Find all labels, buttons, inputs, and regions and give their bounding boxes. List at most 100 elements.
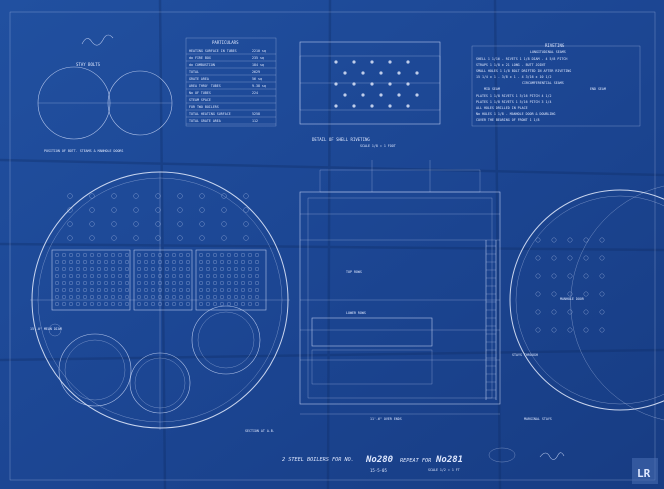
riveting-note: STRAPS 1 1/8 x 21 LONG - BUTT JOINT [476,63,545,67]
tube-hole [68,274,73,279]
title-block: 2 STEEL BOILERS FOR NO. No280 REPEAT FOR… [282,447,565,473]
tube-hole [247,267,252,272]
seam-lines: PLATES 1 1/8 RIVETS 1 5/16 PITCH 4 1/2PL… [476,94,555,122]
tube-hole [96,252,101,257]
tube-hole [150,267,155,272]
tube-hole [150,252,155,257]
tube-hole [110,281,115,286]
tube-hole [124,260,129,265]
tube-hole [185,302,190,307]
particulars-value: 5258 [252,112,260,116]
right-stay-hole [583,273,589,279]
tube-hole [143,267,148,272]
tube-hole [226,295,231,300]
stay-hole [89,221,95,227]
particulars-value: 9.38 sq [252,84,266,88]
tube-hole [110,260,115,265]
tube-hole [212,260,217,265]
tube-hole [205,252,210,257]
stay-hole [199,193,205,199]
boiler-side-section: TOP ROWS LOWER ROWS 11'-6" OVER ENDS SEC… [245,160,501,433]
stay-hole [199,221,205,227]
tube-hole [198,260,203,265]
tube-hole [103,267,108,272]
tube-hole [247,281,252,286]
right-stay-hole [567,309,573,315]
tube-hole [233,281,238,286]
rivet-dot [379,71,383,75]
tube-hole [124,274,129,279]
rivet-dot [352,60,356,64]
tube-hole [143,302,148,307]
tube-hole [226,274,231,279]
tube-hole [89,274,94,279]
tube-hole [240,252,245,257]
tube-hole [82,260,87,265]
seam-note: No HOLES 1 1/8 - MANHOLE DOOR & DOUBLING [476,112,555,116]
tube-hole [117,281,122,286]
tube-hole [205,260,210,265]
ladder-rungs [486,245,496,399]
tube-hole [171,260,176,265]
seam-note: ALL HOLES DRILLED IN PLACE [476,106,528,110]
label-section-ab: SECTION AT A.B. [245,429,275,433]
tube-hole [233,302,238,307]
tube-hole [178,281,183,286]
rivet-dot [334,60,338,64]
riveting-lines: SHELL 1 1/16 - RIVETS 1 1/8 DIAM - 4 5/8… [476,57,571,79]
tube-hole [103,281,108,286]
right-stay-hole [567,291,573,297]
tube-hole [110,288,115,293]
rivet-dot [370,60,374,64]
rivet-dot [352,82,356,86]
tube-hole [164,288,169,293]
tube-hole [75,267,80,272]
stay-hole [243,207,249,213]
rivet-dot [352,104,356,108]
tube-hole [226,288,231,293]
tube-hole [178,302,183,307]
tube-hole [254,274,259,279]
tube-hole [171,295,176,300]
tube-hole [198,295,203,300]
tube-hole [62,252,67,257]
tube-hole [55,302,60,307]
tube-hole [55,260,60,265]
tube-hole [150,281,155,286]
tube-hole [89,281,94,286]
title-prefix: 2 STEEL BOILERS FOR NO. [282,457,354,463]
right-stay-hole [599,237,605,243]
right-stay-hole [599,291,605,297]
tube-hole [198,288,203,293]
tube-hole [164,267,169,272]
tube-hole [205,295,210,300]
tube-hole [219,274,224,279]
particulars-label: do FIRE BOX [189,56,211,60]
tube-hole [82,274,87,279]
right-stay-hole [551,327,557,333]
tube-hole [89,295,94,300]
rivet-pattern [334,60,419,108]
particulars-label: No OF TUBES [189,91,211,95]
tube-hole [143,281,148,286]
tube-hole [55,252,60,257]
tube-hole [219,267,224,272]
tube-hole [240,274,245,279]
particulars-label: AREA THRO' TUBES [189,84,221,88]
tube-hole [240,288,245,293]
right-stay-hole [583,291,589,297]
tube-hole [198,281,203,286]
particulars-label: do COMBUSTION [189,63,215,67]
stay-hole [155,193,161,199]
right-stay-hole [551,309,557,315]
stay-hole [133,193,139,199]
signature [539,452,565,460]
tube-hole [178,274,183,279]
label-lower-rows: LOWER ROWS [346,311,366,315]
tube-hole [198,302,203,307]
tube-hole [124,252,129,257]
stay-hole [133,235,139,241]
rivet-dot [415,93,419,97]
tube-hole [185,274,190,279]
tube-hole [103,302,108,307]
